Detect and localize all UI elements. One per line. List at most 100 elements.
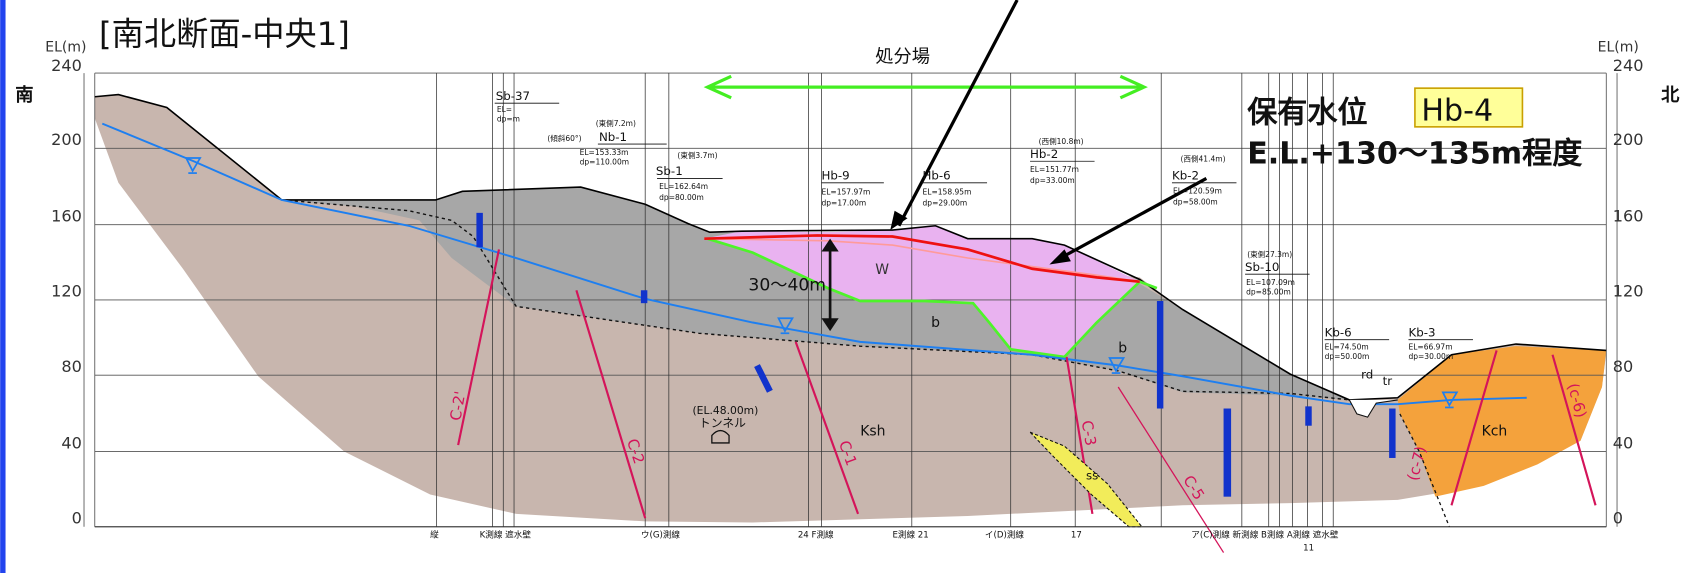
tick-label: 0 — [1613, 509, 1623, 528]
borehole-dp: dp=m — [497, 114, 520, 123]
borehole-el: EL= — [497, 105, 512, 114]
survey-label: 縦 — [430, 529, 439, 541]
borehole-hb6: Hb-6 EL=158.95m dp=29.00m — [921, 169, 988, 207]
borehole-el: EL=162.64m — [659, 182, 708, 191]
fault-label-c2prime: C-2' — [446, 390, 469, 422]
survey-verticals — [436, 73, 1334, 527]
page-title: [南北断面-中央1] — [99, 15, 350, 53]
layer-ksh-label: Ksh — [860, 423, 885, 439]
waste-layer — [704, 225, 1140, 357]
tick-label: 40 — [1613, 433, 1634, 452]
borehole-el: EL=107.09m — [1246, 278, 1295, 287]
axis-unit-left: EL(m) — [45, 40, 86, 56]
borehole-dp: dp=50.00m — [1325, 352, 1370, 361]
borehole-dp: dp=58.00m — [1173, 197, 1218, 206]
kch-dotted-edge — [1399, 413, 1450, 528]
direction-north: 北 — [1661, 85, 1680, 106]
borehole-name: Sb-1 — [656, 164, 683, 178]
survey-label: K測線 遮水壁 — [480, 529, 532, 541]
borehole-dp: dp=85.00m — [1246, 288, 1291, 297]
water-level-label: 保有水位 — [1247, 96, 1367, 131]
tunnel-icon — [711, 429, 730, 444]
direction-south: 南 — [15, 84, 33, 106]
borehole-name: Sb-10 — [1245, 260, 1279, 274]
borehole-dp: dp=80.00m — [659, 193, 704, 202]
tick-label: 40 — [61, 433, 81, 452]
hb4-box — [1414, 87, 1524, 128]
borehole-name: Hb-9 — [821, 169, 849, 183]
ground-surface — [94, 93, 1607, 401]
borehole-note: (西側10.8m) — [1039, 136, 1084, 146]
borehole-kb3: Kb-3 EL=66.97m dp=30.00m — [1408, 325, 1473, 361]
borehole-dp: dp=17.00m — [821, 198, 866, 207]
borehole-nb1: (東側7.2m) (傾斜60°) Nb-1 EL=153.33m dp=110.… — [547, 118, 667, 166]
layer-b-label: b — [931, 315, 940, 331]
borehole-name: Sb-37 — [496, 89, 530, 103]
borehole-dp: dp=30.00m — [1408, 352, 1453, 361]
borehole-name: Hb-6 — [923, 169, 951, 183]
borehole-inclined — [754, 364, 773, 393]
borehole-bars — [476, 212, 1396, 497]
tick-label: 80 — [1613, 357, 1634, 376]
borehole-name: Kb-6 — [1325, 325, 1352, 339]
borehole-el: EL=74.50m — [1325, 342, 1369, 351]
axis-ticks-right: 240 200 160 120 80 40 0 — [1613, 56, 1644, 528]
thickness-label: 30〜40m — [748, 275, 826, 295]
borehole-el: EL=66.97m — [1408, 342, 1452, 351]
tick-label: 160 — [1613, 206, 1644, 225]
borehole-sb1: (東側3.7m) Sb-1 EL=162.64m dp=80.00m — [656, 150, 723, 202]
weathered-boundary — [281, 199, 1350, 401]
borehole-kb6: Kb-6 EL=74.50m dp=50.00m — [1325, 325, 1390, 361]
axis-unit-right: EL(m) — [1598, 40, 1639, 56]
fault-lines — [457, 249, 1597, 553]
borehole-dp: dp=33.00m — [1030, 176, 1075, 185]
survey-label: 24 F測線 — [798, 529, 834, 541]
survey-label: イ(D)測線 — [985, 529, 1025, 541]
layer-kch-label: Kch — [1482, 423, 1508, 439]
kch-layer — [1397, 346, 1607, 497]
left-edge-strip — [0, 0, 6, 573]
tunnel-el: (EL.48.00m) — [692, 404, 758, 417]
survey-label: ア(C)測線 新測線 B測線 A測線 遮水壁 — [1191, 529, 1339, 541]
tick-label: 160 — [51, 206, 82, 225]
thickness-arrow — [821, 238, 839, 332]
survey-label: 11 — [1303, 543, 1314, 553]
layer-waste-label: W — [875, 262, 889, 278]
borehole-note: (西側41.4m) — [1181, 153, 1226, 163]
survey-line-labels: 縦 K測線 遮水壁 ウ(G)測線 24 F測線 E測線 21 イ(D)測線 17… — [430, 529, 1339, 554]
water-level-line — [704, 234, 1140, 283]
water-level-line-pink — [704, 237, 1140, 283]
borehole-name: Kb-3 — [1408, 325, 1435, 339]
borehole-note: (傾斜60°) — [547, 133, 581, 143]
survey-label: 17 — [1071, 531, 1082, 541]
zone-label: 処分場 — [875, 46, 930, 67]
ss-lens — [1029, 431, 1143, 528]
tick-label: 120 — [1613, 282, 1644, 301]
layer-tr-label: tr — [1383, 374, 1393, 388]
borehole-el: EL=157.97m — [821, 188, 870, 197]
tick-label: 0 — [72, 509, 82, 528]
tick-label: 200 — [1613, 130, 1644, 149]
tick-label: 240 — [51, 56, 82, 75]
axis-ticks-left: 240 200 160 120 80 40 0 — [51, 56, 82, 528]
borehole-el: EL=120.59m — [1173, 187, 1222, 196]
layer-b2-label: b — [1118, 341, 1127, 357]
borehole-hb9: Hb-9 EL=157.97m dp=17.00m — [821, 169, 884, 207]
borehole-side: (東側7.2m) — [596, 118, 636, 128]
borehole-sb10: (東側27.3m) Sb-10 EL=107.09m dp=85.00m — [1245, 249, 1310, 297]
borehole-note: (東側27.3m) — [1247, 249, 1292, 259]
borehole-el: EL=158.95m — [923, 188, 972, 197]
hb4-label: Hb-4 — [1421, 93, 1493, 128]
borehole-name: Hb-2 — [1030, 147, 1058, 161]
stream-valley — [1348, 399, 1398, 418]
borehole-note: (東側3.7m) — [677, 150, 717, 160]
borehole-kb2: (西側41.4m) Kb-2 EL=120.59m dp=58.00m — [1171, 153, 1237, 206]
fault-label-c3: C-3 — [1078, 419, 1100, 447]
survey-label: E測線 21 — [892, 529, 928, 541]
borehole-el: EL=153.33m — [580, 148, 629, 157]
gray-layer — [281, 187, 1350, 400]
waste-bottom-boundary — [707, 237, 1158, 359]
borehole-sb37: Sb-37 EL= dp=m — [494, 89, 560, 123]
pointer-arrows — [890, 0, 1208, 265]
